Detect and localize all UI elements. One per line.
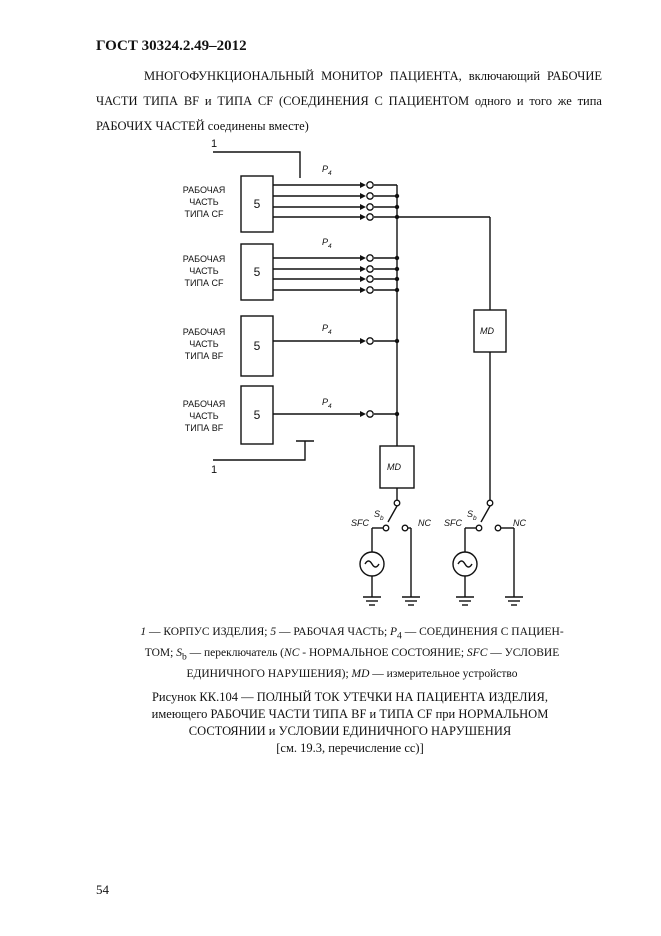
sb-left-label: Sb <box>374 509 384 522</box>
nc-left-label: NC <box>418 518 431 528</box>
part-2-box-label: 5 <box>254 265 261 279</box>
sfc-right-label: SFC <box>444 518 463 528</box>
ground-symbol-3 <box>456 596 474 606</box>
sb-right-label: Sb <box>467 509 477 522</box>
part-1-label-1: РАБОЧАЯ <box>183 185 226 195</box>
part-4-label-1: РАБОЧАЯ <box>183 399 226 409</box>
switch-right-blade <box>480 505 491 523</box>
md-right-label: MD <box>480 326 494 336</box>
applied-part-box-1 <box>240 175 274 233</box>
circuit-diagram: РАБОЧАЯ ЧАСТЬ ТИПА CF РАБОЧАЯ ЧАСТЬ ТИПА… <box>183 138 526 606</box>
enclosure-line-top <box>213 151 301 178</box>
ground-symbol-1 <box>363 596 381 606</box>
enclosure-label-bottom: 1 <box>211 464 217 476</box>
part-1-label-3: ТИПА CF <box>185 209 224 219</box>
legend-line-1: 1 — КОРПУС ИЗДЕЛИЯ; 5 — РАБОЧАЯ ЧАСТЬ; P… <box>140 626 564 642</box>
part-4-label-2: ЧАСТЬ <box>189 411 219 421</box>
caption-line-2: имеющего РАБОЧИЕ ЧАСТИ ТИПА BF и ТИПА CF… <box>151 707 549 721</box>
enclosure-line-bottom <box>213 441 306 461</box>
part-1-label-2: ЧАСТЬ <box>189 197 219 207</box>
applied-part-box-4 <box>240 385 274 445</box>
intro-line-1: МНОГОФУНКЦИОНАЛЬНЫЙ МОНИТОР ПАЦИЕНТА, вк… <box>144 69 602 83</box>
caption-line-3: СОСТОЯНИИ и УСЛОВИИ ЕДИНИЧНОГО НАРУШЕНИЯ <box>188 724 512 738</box>
p4-label-1: P4 <box>322 164 332 177</box>
enclosure-label-top: 1 <box>211 138 217 150</box>
intro-line-3: РАБОЧИХ ЧАСТЕЙ соединены вместе) <box>96 119 309 133</box>
intro-paragraph: МНОГОФУНКЦИОНАЛЬНЫЙ МОНИТОР ПАЦИЕНТА, вк… <box>96 64 602 139</box>
p4-label-2: P4 <box>322 237 332 250</box>
ground-symbol-2 <box>402 596 420 606</box>
part-4-box-label: 5 <box>254 408 261 422</box>
intro-line-2: ЧАСТИ ТИПА BF и ТИПА CF (СОЕДИНЕНИЯ С ПА… <box>96 94 602 108</box>
switch-left-blade <box>387 505 398 523</box>
part-2-label-3: ТИПА CF <box>185 278 224 288</box>
md-left-label: MD <box>387 462 401 472</box>
nc-right-label: NC <box>513 518 526 528</box>
p4-label-4: P4 <box>322 397 332 410</box>
caption-line-1: Рисунок КК.104 — ПОЛНЫЙ ТОК УТЕЧКИ НА ПА… <box>151 690 548 704</box>
ground-symbol-4 <box>505 596 523 606</box>
figure-caption: Рисунок КК.104 — ПОЛНЫЙ ТОК УТЕЧКИ НА ПА… <box>100 689 600 757</box>
part-3-label-1: РАБОЧАЯ <box>183 327 226 337</box>
part-3-label-2: ЧАСТЬ <box>189 339 219 349</box>
p4-label-3: P4 <box>322 323 332 336</box>
part-2-label-2: ЧАСТЬ <box>189 266 219 276</box>
page-number: 54 <box>96 882 109 897</box>
applied-part-box-2 <box>240 243 274 301</box>
caption-line-4: [см. 19.3, перечисление cc)] <box>276 741 424 755</box>
legend-line-3: ЕДИНИЧНОГО НАРУШЕНИЯ); MD — измерительно… <box>186 667 518 680</box>
part-4-label-3: ТИПА BF <box>185 423 224 433</box>
part-3-label-3: ТИПА BF <box>185 351 224 361</box>
part-2-label-1: РАБОЧАЯ <box>183 254 226 264</box>
figure-legend: 1 — КОРПУС ИЗДЕЛИЯ; 5 — РАБОЧАЯ ЧАСТЬ; P… <box>112 624 592 683</box>
part-3-box-label: 5 <box>254 339 261 353</box>
standard-header: ГОСТ 30324.2.49–2012 <box>96 38 247 54</box>
legend-line-2: ТОМ; Sb — переключатель (NC - НОРМАЛЬНОЕ… <box>144 646 560 663</box>
part-1-box-label: 5 <box>254 197 261 211</box>
applied-part-box-3 <box>240 315 274 377</box>
sfc-left-label: SFC <box>351 518 370 528</box>
